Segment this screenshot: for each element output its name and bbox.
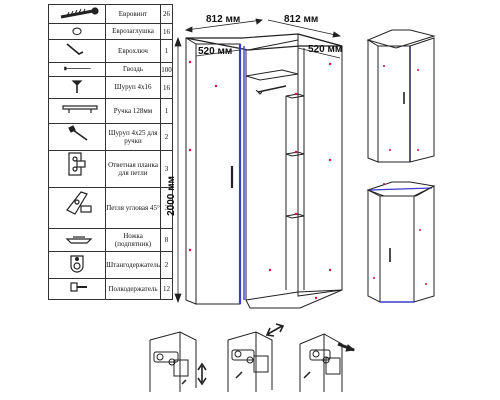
dim-width-right: 812 мм <box>284 14 318 25</box>
top-shelf <box>245 69 299 81</box>
euro-screw-icon <box>60 7 99 19</box>
wardrobe-right-side <box>297 33 343 297</box>
euro-key-icon <box>66 43 84 55</box>
screw-4x16-icon <box>71 80 83 93</box>
hinge-45-icon <box>66 191 92 215</box>
hinge-adjust-vertical <box>149 331 207 392</box>
rod-holder-icon <box>70 255 84 273</box>
handle-icon <box>62 105 98 113</box>
dimension-lines <box>174 18 342 304</box>
part-picture <box>48 251 106 279</box>
foot-icon <box>65 236 93 244</box>
small-top-1 <box>366 29 436 49</box>
nail-icon <box>64 66 91 71</box>
dim-height: 2000 мм <box>166 176 177 216</box>
horizontal-arrow-icon <box>265 323 285 337</box>
part-qty: 2 <box>160 123 173 151</box>
screw-4x25-icon <box>68 125 88 141</box>
hinge-adjust-depth <box>299 333 356 392</box>
side-shelves <box>285 93 305 290</box>
dim-width-left: 812 мм <box>206 14 240 25</box>
parts-row: Петля угловая 45°3 <box>48 187 173 229</box>
main-wardrobe <box>185 33 343 309</box>
clothes-rod <box>257 85 287 93</box>
part-picture <box>48 187 106 229</box>
wardrobe-left-side <box>185 37 197 305</box>
dim-depth-left: 520 мм <box>198 46 232 57</box>
assembly-markers <box>188 60 332 300</box>
part-name: Еврохлюч <box>105 39 161 63</box>
vertical-arrow-icon <box>197 362 207 386</box>
dim-depth-right: 520 мм <box>308 44 342 55</box>
wardrobe-view-closed <box>366 29 436 163</box>
wardrobe-base <box>245 289 343 309</box>
hinge-adjust-horizontal <box>227 323 285 392</box>
wardrobe-view-rear <box>366 181 436 303</box>
euro-cap-icon <box>72 27 82 36</box>
wardrobe-door <box>195 43 241 305</box>
part-qty: 12 <box>160 278 173 300</box>
shelf-holder-icon <box>70 282 87 292</box>
part-name: Ручка 128мм <box>105 98 161 124</box>
part-name: Петля угловая 45° <box>105 187 161 229</box>
hinge-plate-icon <box>68 152 86 176</box>
part-picture <box>48 39 106 63</box>
